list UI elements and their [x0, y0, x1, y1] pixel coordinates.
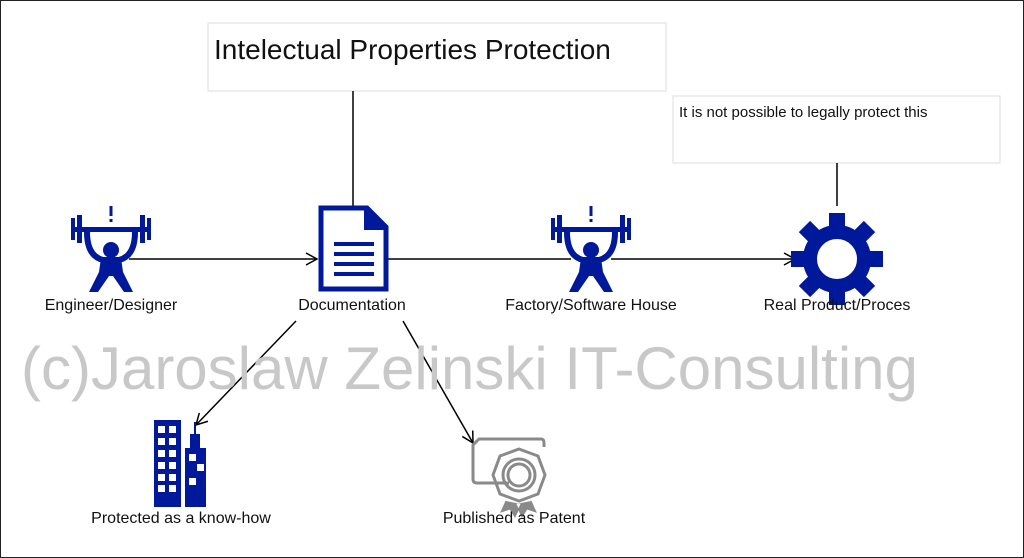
patent-certificate-icon [471, 437, 547, 519]
knowhow-label: Protected as a know-how [91, 510, 271, 527]
product-label: Real Product/Proces [764, 297, 911, 314]
factory-label: Factory/Software House [505, 297, 677, 314]
watermark: (c)Jaroslaw Zelinski IT-Consulting [21, 335, 918, 402]
documentation-label: Documentation [298, 297, 406, 314]
arrow-documentation-to-knowhow [194, 320, 297, 427]
note-box [672, 95, 1001, 164]
diagram-title: Intelectual Properties Protection [214, 34, 611, 65]
patent-label: Published as Patent [443, 510, 586, 527]
title-box [207, 22, 667, 92]
engineer-label: Engineer/Designer [45, 297, 178, 314]
factory-icon [551, 206, 631, 292]
buildings-icon [154, 420, 206, 507]
note-text: It is not possible to legally protect th… [679, 104, 927, 121]
engineer-icon [71, 206, 151, 292]
arrow-documentation-to-patent [402, 320, 474, 445]
gear-icon [791, 213, 883, 305]
document-icon [318, 205, 389, 292]
